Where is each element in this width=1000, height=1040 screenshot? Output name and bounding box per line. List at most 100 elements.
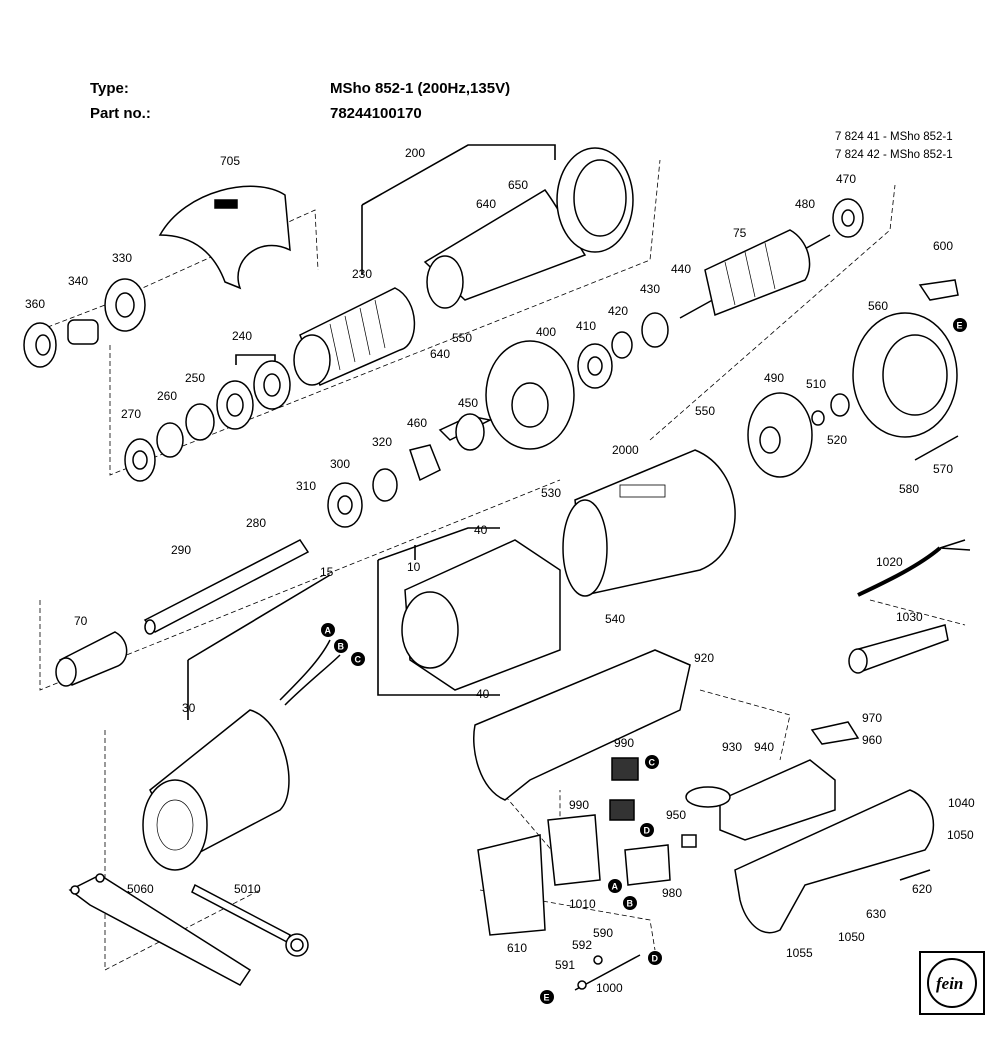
cable-and-sleeve — [848, 539, 971, 674]
part-250: 250 — [185, 371, 205, 385]
part-640a: 640 — [476, 197, 496, 211]
sleeve-230 — [293, 287, 416, 386]
part-460: 460 — [407, 416, 427, 430]
part-310: 310 — [296, 479, 316, 493]
field-coil-30 — [142, 639, 341, 871]
part-5060: 5060 — [127, 882, 154, 896]
marker-e-1: E — [957, 321, 963, 331]
part-10: 10 — [407, 560, 421, 574]
part-numbers: 705 200 650 640 470 480 75 440 600 360 3… — [25, 146, 975, 995]
cover-1040 — [734, 789, 935, 934]
part-610: 610 — [507, 941, 527, 955]
front-bearings — [23, 278, 291, 482]
shaft-280 — [55, 539, 310, 687]
part-990b: 990 — [569, 798, 589, 812]
part-592: 592 — [572, 938, 592, 952]
type-label: Type: — [90, 80, 129, 97]
part-980: 980 — [662, 886, 682, 900]
part-570: 570 — [933, 462, 953, 476]
marker-b-2: B — [627, 899, 634, 909]
part-940: 940 — [754, 740, 774, 754]
part-705: 705 — [220, 154, 240, 168]
marker-d-2: D — [652, 954, 659, 964]
pin-wrench-5010 — [191, 883, 309, 957]
part-410: 410 — [576, 319, 596, 333]
part-200: 200 — [405, 146, 425, 160]
wrench-5060 — [68, 873, 252, 986]
part-430: 430 — [640, 282, 660, 296]
part-1010: 1010 — [569, 897, 596, 911]
fein-logo: fein — [919, 951, 985, 1015]
field-housing-540 — [562, 449, 736, 597]
marker-c-1: C — [355, 655, 362, 665]
rotor-75 — [577, 198, 864, 389]
housing-200 — [423, 147, 634, 309]
handle-920 — [473, 649, 691, 801]
part-550a: 550 — [452, 331, 472, 345]
part-650: 650 — [508, 178, 528, 192]
part-590: 590 — [593, 926, 613, 940]
marker-a-1: A — [325, 626, 332, 636]
part-no-label: Part no.: — [90, 105, 151, 122]
part-no-value: 78244100170 — [330, 105, 422, 122]
part-470: 470 — [836, 172, 856, 186]
fan-housing-560 — [747, 279, 959, 478]
part-970: 970 — [862, 711, 882, 725]
part-450: 450 — [458, 396, 478, 410]
part-920: 920 — [694, 651, 714, 665]
part-930: 930 — [722, 740, 742, 754]
part-990a: 990 — [614, 736, 634, 750]
bearing-plate-400 — [327, 340, 575, 528]
part-290: 290 — [171, 543, 191, 557]
part-340: 340 — [68, 274, 88, 288]
part-1050b: 1050 — [838, 930, 865, 944]
part-30: 30 — [182, 701, 196, 715]
part-40b: 40 — [476, 687, 490, 701]
part-510: 510 — [806, 377, 826, 391]
part-230: 230 — [352, 267, 372, 281]
variant-note-1: 7 824 41 - MSho 852-1 — [835, 131, 953, 143]
part-330: 330 — [112, 251, 132, 265]
switch-930 — [609, 721, 860, 848]
part-640b: 640 — [430, 347, 450, 361]
marker-c-2: C — [649, 758, 656, 768]
part-320: 320 — [372, 435, 392, 449]
type-value: MSho 852-1 (200Hz,135V) — [330, 80, 511, 97]
marker-b-1: B — [338, 642, 345, 652]
part-1030: 1030 — [896, 610, 923, 624]
part-300: 300 — [330, 457, 350, 471]
part-2000: 2000 — [612, 443, 639, 457]
part-1020: 1020 — [876, 555, 903, 569]
part-490: 490 — [764, 371, 784, 385]
part-1050a: 1050 — [947, 828, 974, 842]
part-591: 591 — [555, 958, 575, 972]
part-360: 360 — [25, 297, 45, 311]
part-15: 15 — [320, 565, 334, 579]
marker-e-2: E — [544, 993, 550, 1003]
plates-610-1010-980 — [477, 814, 671, 936]
fein-logo-text: fein — [936, 974, 963, 993]
part-420: 420 — [608, 304, 628, 318]
cover-705 — [158, 185, 291, 290]
wire-1000 — [574, 954, 641, 991]
part-960: 960 — [862, 733, 882, 747]
part-540: 540 — [605, 612, 625, 626]
part-440: 440 — [671, 262, 691, 276]
part-620: 620 — [912, 882, 932, 896]
part-280: 280 — [246, 516, 266, 530]
marker-a-2: A — [612, 882, 619, 892]
marker-d-1: D — [644, 826, 651, 836]
part-520: 520 — [827, 433, 847, 447]
part-580: 580 — [899, 482, 919, 496]
part-1055: 1055 — [786, 946, 813, 960]
part-530: 530 — [541, 486, 561, 500]
part-1000: 1000 — [596, 981, 623, 995]
part-1040: 1040 — [948, 796, 975, 810]
connection-markers: A B C E C D A B D E — [321, 318, 967, 1004]
part-560: 560 — [868, 299, 888, 313]
part-260: 260 — [157, 389, 177, 403]
stator-10 — [401, 539, 561, 691]
group-brackets — [187, 144, 556, 720]
part-630: 630 — [866, 907, 886, 921]
